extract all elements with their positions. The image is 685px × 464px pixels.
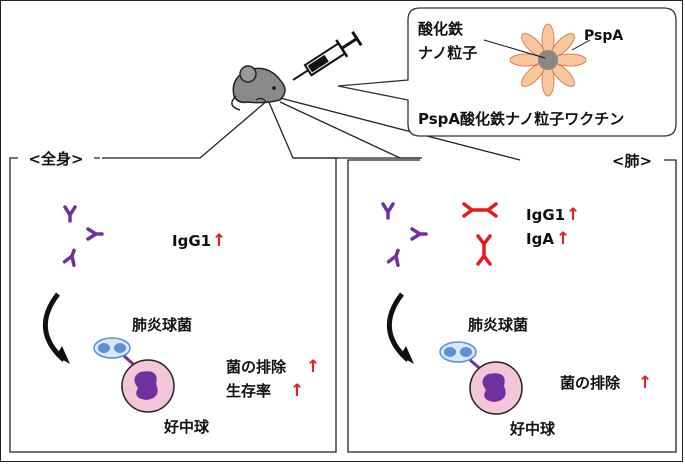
connector-lung-right xyxy=(279,97,521,161)
nanoparticle-icon xyxy=(509,23,587,97)
pspa-label: PspA xyxy=(584,28,623,44)
nanoparticle-label-line2: ナノ粒子 xyxy=(418,44,477,62)
nanoparticle-pointer xyxy=(483,39,546,59)
igg-antibodies-lung xyxy=(381,202,428,267)
lung-iga-up-arrow: ↑ xyxy=(556,229,570,249)
systemic-neutrophil-icon xyxy=(121,359,175,413)
vaccine-name: PspA酸化鉄ナノ粒子ワクチン xyxy=(418,110,624,128)
systemic-bacteria-label: 肺炎球菌 xyxy=(132,316,192,334)
syringe-icon xyxy=(292,31,363,81)
systemic-igg1-label: IgG1 xyxy=(172,232,211,250)
connector-systemic-left xyxy=(102,99,269,159)
mouse-icon xyxy=(231,65,286,111)
systemic-effect2-up-arrow: ↑ xyxy=(290,381,304,401)
igg-antibodies-systemic xyxy=(62,205,104,267)
systemic-effect2: 生存率 xyxy=(226,382,271,400)
lung-neutrophil-icon xyxy=(469,361,523,415)
lung-cell-label: 好中球 xyxy=(509,420,556,438)
lung-igg1-up-arrow: ↑ xyxy=(566,205,580,225)
systemic-bacteria-icon xyxy=(93,337,131,359)
lung-panel: <肺> xyxy=(347,150,677,453)
systemic-effect1: 菌の排除 xyxy=(226,358,287,376)
iga-antibodies-lung xyxy=(462,202,498,266)
vaccine-callout: 酸化鉄 ナノ粒子 PspA PspA酸化鉄ナノ粒子ワクチン xyxy=(337,7,677,137)
pspa-pointer xyxy=(571,39,591,51)
lung-bacteria-label: 肺炎球菌 xyxy=(468,316,528,334)
systemic-arrowhead xyxy=(56,346,70,364)
lung-arrowhead xyxy=(400,346,414,364)
systemic-effect1-up-arrow: ↑ xyxy=(306,357,320,377)
systemic-title: <全身> xyxy=(28,150,83,168)
nanoparticle-label-line1: 酸化鉄 xyxy=(418,20,463,38)
lung-effect1: 菌の排除 xyxy=(560,374,621,392)
systemic-cell-label: 好中球 xyxy=(163,418,210,436)
systemic-igg1-up-arrow: ↑ xyxy=(212,231,226,251)
lung-igg1-label: IgG1 xyxy=(526,206,565,224)
lung-title: <肺> xyxy=(612,152,652,170)
connector-lines xyxy=(102,97,521,161)
lung-bacteria-icon xyxy=(439,341,477,363)
connector-systemic-right xyxy=(267,99,420,159)
connector-lung-left xyxy=(279,101,422,159)
lung-iga-label: IgA xyxy=(526,230,554,248)
lung-effect1-up-arrow: ↑ xyxy=(638,373,652,393)
systemic-panel: <全身> xyxy=(9,148,337,453)
